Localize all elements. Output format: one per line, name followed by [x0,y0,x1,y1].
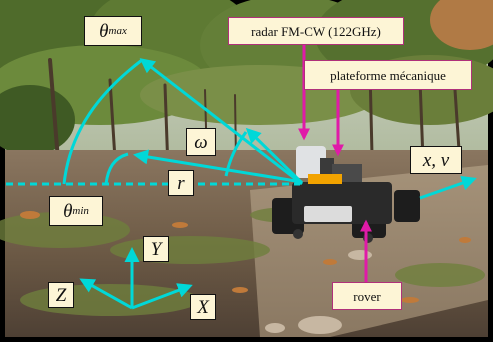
theta-min-arc [104,152,129,185]
platform-label: plateforme mécanique [304,60,472,90]
axis-x-label: X [190,294,216,320]
callout-arrows [298,44,372,282]
velocity-arrow [419,175,477,200]
theta-max-symbol: θ [99,20,109,42]
axis-z-arrow [79,278,133,310]
axis-y-label: Y [143,236,169,262]
axis-x-arrow [131,283,193,310]
theta-min-subscript: min [72,204,89,217]
range-r-ray [133,149,303,184]
velocity-label: x, v [410,146,462,174]
theta-max-ray [139,58,303,186]
omega-arc [224,131,248,177]
dry-leaves [20,211,471,303]
omega-label: ω [186,128,216,156]
axis-z-label: Z [48,282,74,308]
theta-min-symbol: θ [63,200,73,222]
omega-ray [245,127,304,185]
coordinate-axes [79,247,193,310]
radar-fov-geometry [6,58,477,200]
theta-max-arc [62,58,143,185]
radar-label: radar FM-CW (122GHz) [228,17,404,45]
range-r-label: r [168,170,194,196]
rover-label: rover [332,282,402,310]
theta-max-subscript: max [108,24,127,37]
